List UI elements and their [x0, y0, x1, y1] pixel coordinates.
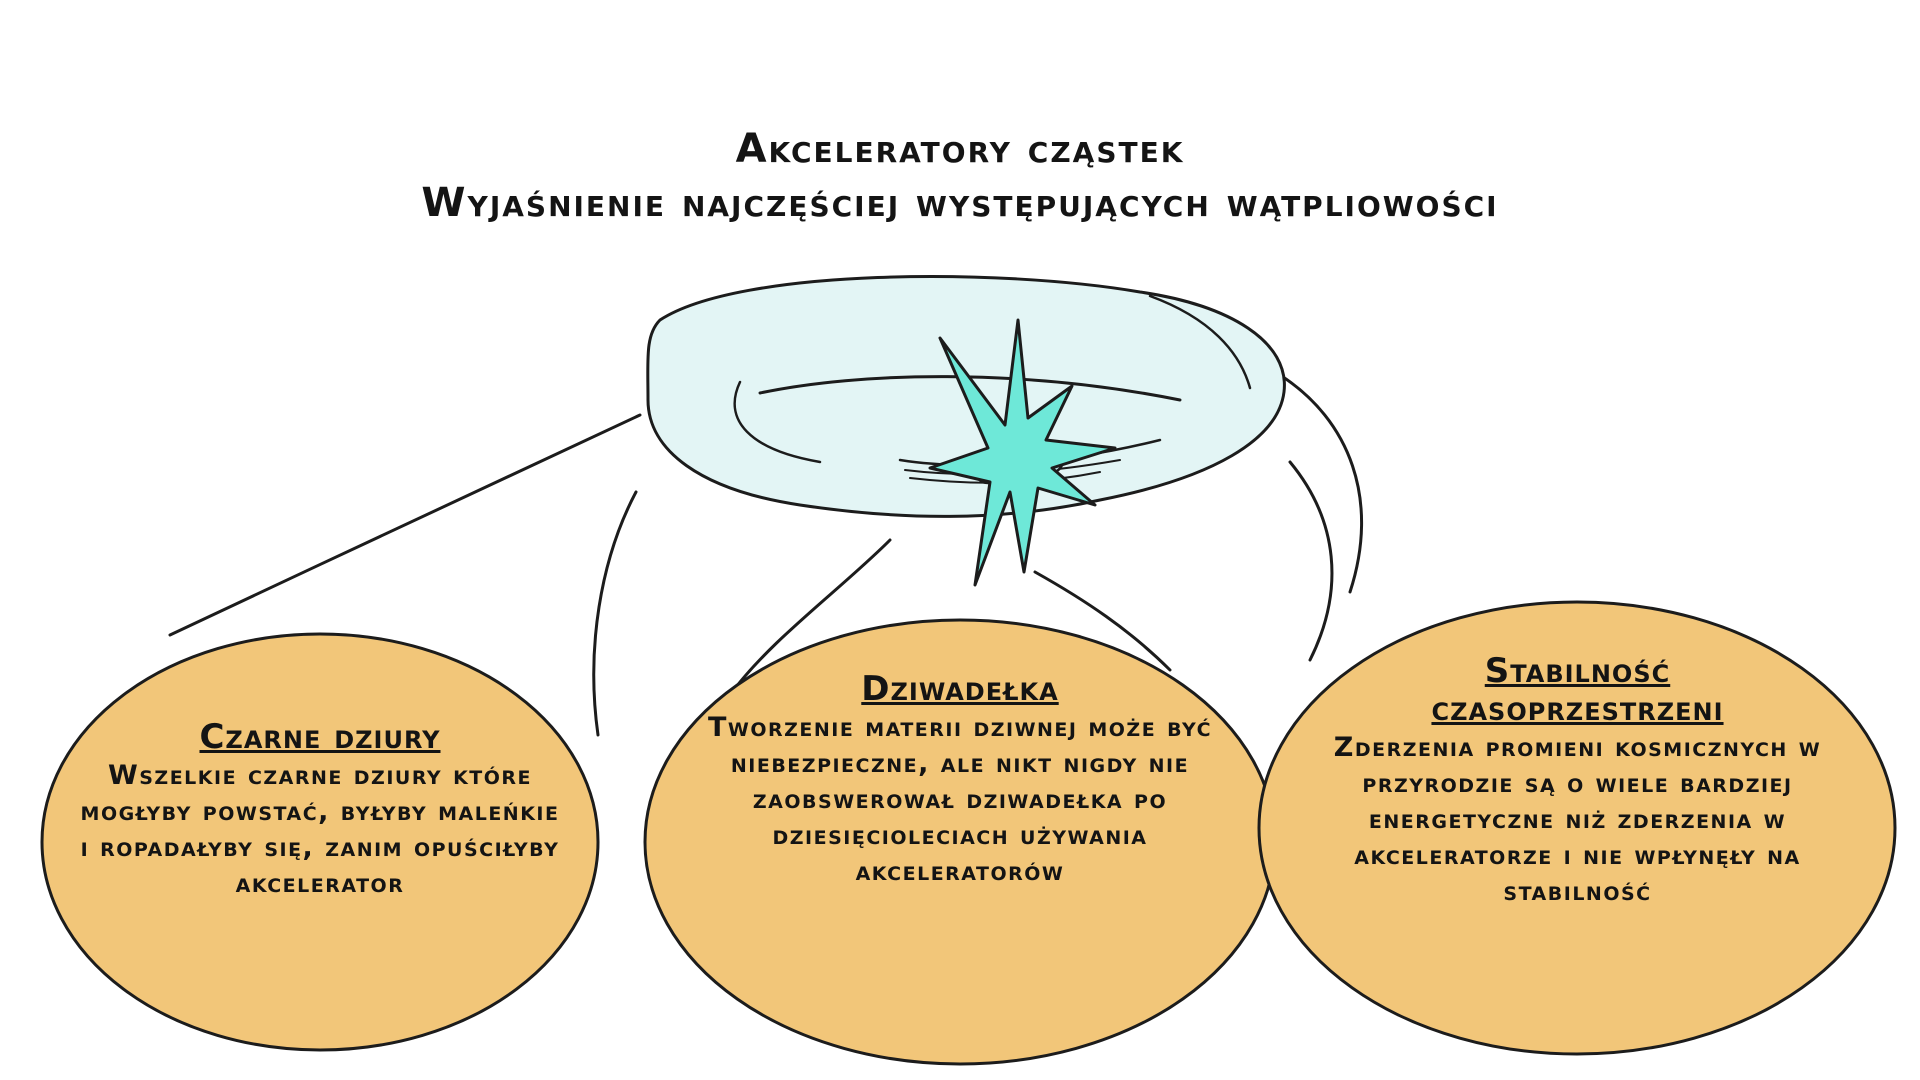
connector-line-center-right [1033, 570, 1172, 672]
connector-line-left-outer [168, 413, 642, 637]
page-subtitle: Wyjaśnienie najczęściej występujących wą… [421, 180, 1499, 226]
bubble-heading-black-holes: Czarne dziury [199, 717, 441, 757]
title-block: Akceleratory cząstek Wyjaśnienie najczęś… [0, 122, 1920, 230]
bubble-shapes [40, 600, 1897, 1066]
connector-line-center-left [728, 538, 892, 697]
bubble-black-holes: Czarne dziury Wszelkie czarne dziury któ… [55, 718, 585, 902]
bubble-text-spacetime-stability: Zderzenia promieni kosmicznych w przyrod… [1333, 732, 1822, 907]
bubble-spacetime-stability: Stabilność czasoprzestrzeni Zderzenia pr… [1310, 652, 1845, 910]
collision-burst-icon [928, 318, 1117, 587]
bubble-heading-strangelets: Dziwadełka [861, 669, 1059, 709]
bubble-text-black-holes: Wszelkie czarne dziury które mogłyby pow… [80, 760, 560, 899]
connector-line-right-outer [1278, 373, 1363, 594]
bubble-text-strangelets: Tworzenie materii dziwnej może być niebe… [707, 712, 1213, 887]
bubble-left-shape [40, 632, 600, 1052]
bubble-right-shape [1257, 600, 1897, 1056]
page-title: Akceleratory cząstek [735, 126, 1185, 172]
bubble-strangelets: Dziwadełka Tworzenie materii dziwnej moż… [690, 670, 1230, 890]
bubble-heading-spacetime-stability: Stabilność czasoprzestrzeni [1431, 651, 1724, 729]
connector-line-left-inner [592, 490, 638, 737]
connector-lines [168, 373, 1363, 737]
connector-line-right-inner [1288, 460, 1334, 662]
